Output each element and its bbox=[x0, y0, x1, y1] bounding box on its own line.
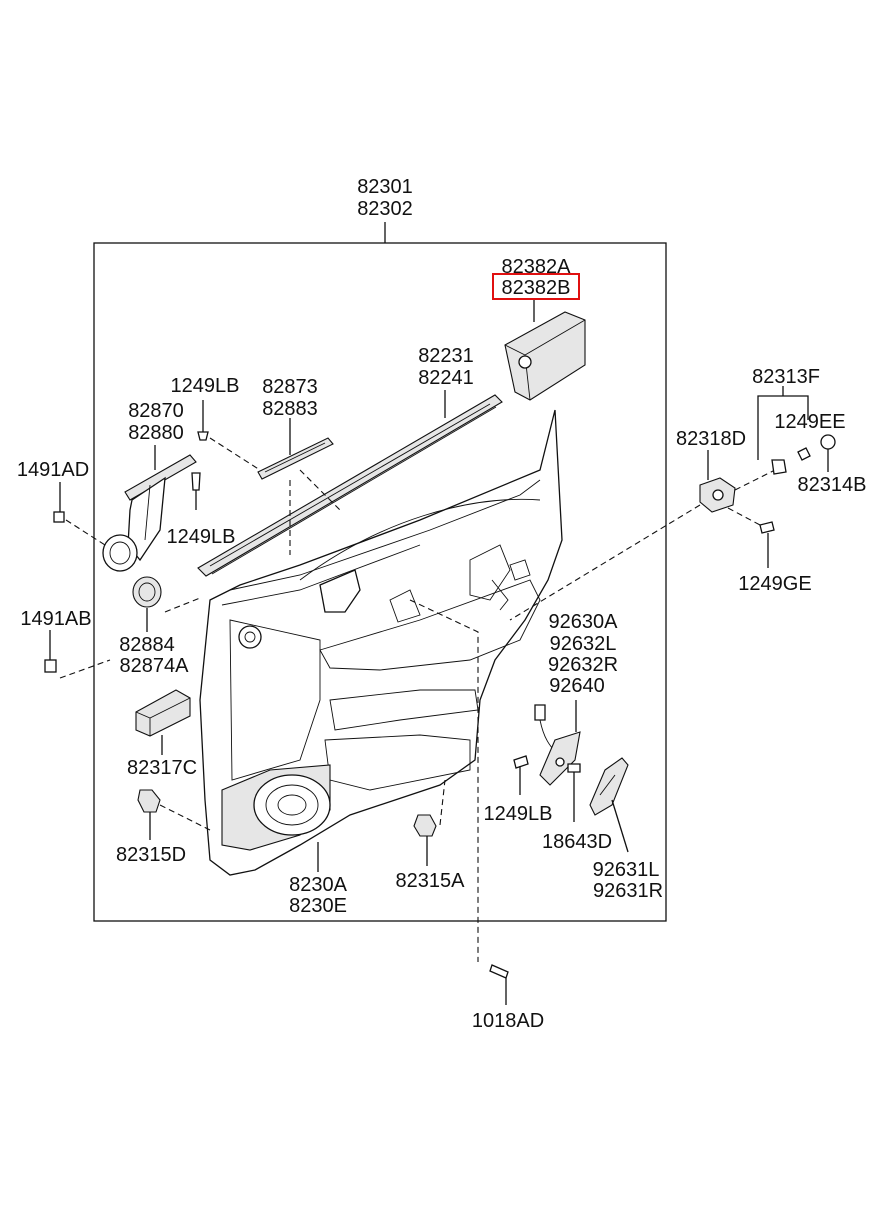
clip-1491ad[interactable] bbox=[53, 482, 65, 523]
bolt-1249ee[interactable] bbox=[797, 447, 811, 461]
bolt-1249lb-mid[interactable] bbox=[191, 472, 201, 510]
bulb-18643d[interactable] bbox=[567, 763, 581, 822]
armrest-pad[interactable] bbox=[504, 311, 586, 401]
label-92631r: 92631R bbox=[593, 880, 663, 902]
label-1249ee: 1249EE bbox=[774, 411, 845, 433]
fastener-d-dash bbox=[159, 804, 211, 831]
label-82382a: 82382A bbox=[502, 256, 572, 278]
label-82314b: 82314B bbox=[798, 474, 867, 496]
grille-dash bbox=[164, 597, 201, 613]
clip-ad-dash bbox=[65, 519, 106, 546]
clip-82313f[interactable] bbox=[771, 459, 787, 475]
highlight-box bbox=[492, 273, 580, 300]
label-1249ge: 1249GE bbox=[738, 573, 811, 595]
screw-1018ad[interactable] bbox=[489, 964, 509, 1005]
lens-92631[interactable] bbox=[589, 757, 629, 816]
screw-dash bbox=[409, 599, 479, 962]
tweeter-bracket[interactable] bbox=[102, 454, 197, 572]
label-82884: 82884 bbox=[119, 634, 175, 656]
belt-trim-strip[interactable] bbox=[197, 394, 503, 577]
lens-leader bbox=[611, 799, 629, 853]
label-92631l: 92631L bbox=[593, 859, 660, 881]
lamp-92630a[interactable] bbox=[534, 704, 581, 786]
bracket-dash2 bbox=[734, 469, 776, 491]
label-18643d: 18643D bbox=[542, 831, 612, 853]
label-1491ab: 1491AB bbox=[20, 608, 91, 630]
label-82874a: 82874A bbox=[120, 655, 190, 677]
label-82870: 82870 bbox=[128, 400, 184, 422]
label-1491ad: 1491AD bbox=[17, 459, 89, 481]
label-1249lb-right: 1249LB bbox=[484, 803, 553, 825]
label-92640: 92640 bbox=[549, 675, 605, 697]
clip-ab-dash bbox=[59, 659, 111, 679]
bolt-1249lb-right[interactable] bbox=[513, 755, 529, 795]
label-1249lb-mid: 1249LB bbox=[167, 526, 236, 548]
label-82315d: 82315D bbox=[116, 844, 186, 866]
pad-82317c[interactable] bbox=[135, 689, 191, 737]
label-8230a: 8230A bbox=[289, 874, 347, 896]
bracket-dash bbox=[509, 504, 701, 621]
label-82382b[interactable]: 82382B bbox=[502, 277, 571, 299]
cap-82314b[interactable] bbox=[820, 434, 836, 450]
label-82873: 82873 bbox=[262, 376, 318, 398]
fastener-82315d[interactable] bbox=[137, 789, 161, 813]
label-82880: 82880 bbox=[128, 422, 184, 444]
small-trim-dash bbox=[209, 437, 261, 471]
small-trim-piece[interactable] bbox=[257, 437, 334, 480]
bolt-1249lb-top[interactable] bbox=[197, 400, 209, 441]
label-92632l: 92632L bbox=[550, 633, 617, 655]
label-82302: 82302 bbox=[357, 198, 413, 220]
label-82301: 82301 bbox=[357, 176, 413, 198]
label-82241: 82241 bbox=[418, 367, 474, 389]
fastener-82315a[interactable] bbox=[413, 814, 437, 837]
label-1018ad: 1018AD bbox=[472, 1010, 544, 1032]
label-8230e: 8230E bbox=[289, 895, 347, 917]
fastener-a-dash bbox=[439, 779, 446, 826]
label-82318d: 82318D bbox=[676, 428, 746, 450]
label-82315a: 82315A bbox=[396, 870, 466, 892]
label-92630a: 92630A bbox=[549, 611, 619, 633]
bolt-1249ge[interactable] bbox=[759, 521, 775, 568]
label-1249lb-top: 1249LB bbox=[171, 375, 240, 397]
label-82883: 82883 bbox=[262, 398, 318, 420]
bracket-dash3 bbox=[727, 507, 761, 526]
label-82317c: 82317C bbox=[127, 757, 197, 779]
label-82313f: 82313F bbox=[752, 366, 820, 388]
tweeter-grille[interactable] bbox=[132, 576, 162, 608]
clip-1491ab[interactable] bbox=[44, 630, 57, 673]
label-82231: 82231 bbox=[418, 345, 474, 367]
bracket-82318d[interactable] bbox=[699, 477, 736, 513]
door-trim-panel[interactable] bbox=[199, 409, 563, 876]
label-92632r: 92632R bbox=[548, 654, 618, 676]
assembly-frame bbox=[93, 242, 667, 922]
